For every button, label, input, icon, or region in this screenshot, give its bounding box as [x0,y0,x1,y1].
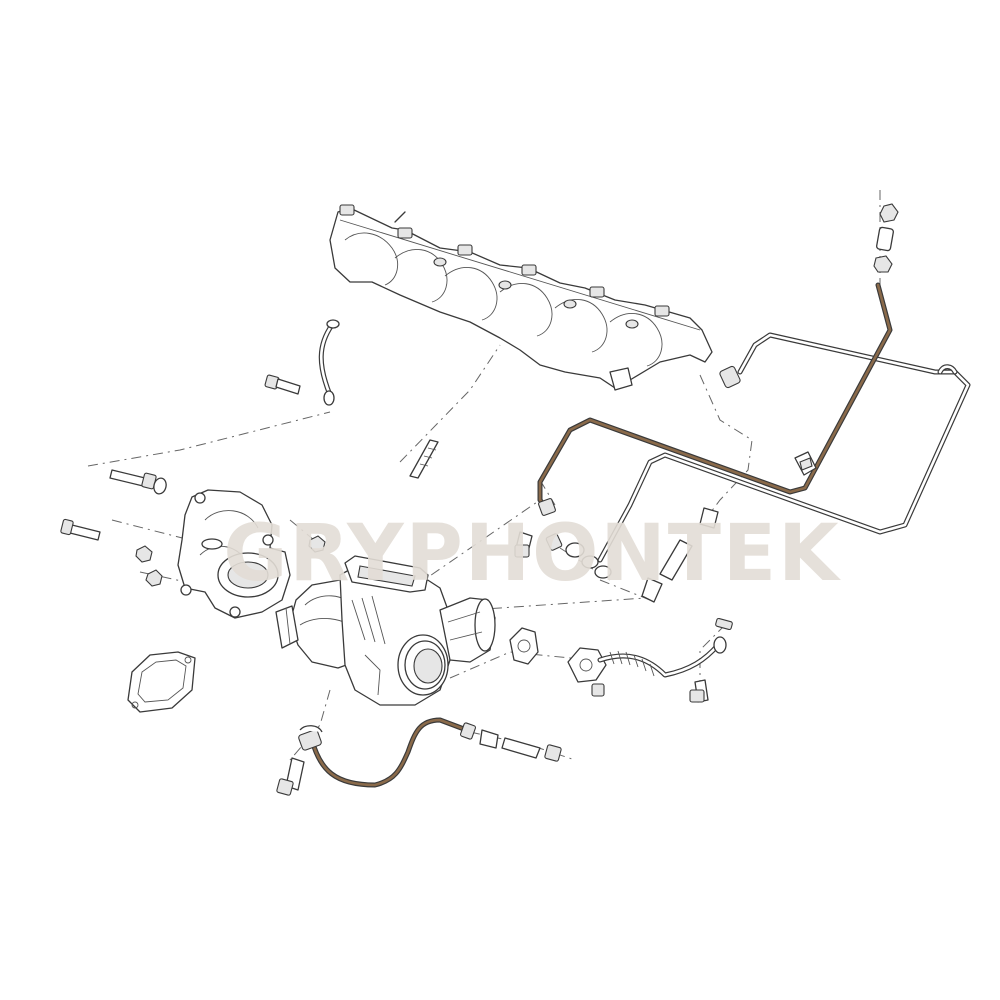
oil-flange-gasket [509,627,539,665]
coolant-pipe-white-loop [597,332,971,563]
exhaust-manifold [329,204,713,391]
manifold-studs [339,204,670,317]
turbocharger-assembly [275,555,496,706]
curved-oil-pipe [318,319,340,406]
flange-gasket [127,651,196,713]
watermark-text: GRYPHONTEK [223,509,841,599]
oil-return-pipe [567,617,733,703]
pipe-clamp [794,451,817,476]
bolt-left-bottom [60,518,101,541]
bolt-upper-left [264,374,301,395]
bolt-left-top [109,469,167,495]
upper-right-fittings [719,203,899,389]
nuts-left [135,535,326,587]
oil-feed-pipe-lower [276,717,477,796]
coolant-pipe-brown [537,282,893,513]
manifold-port-lugs [433,257,639,329]
turbine-elbow-housing [177,489,291,619]
banjo-fittings-lower [479,729,562,762]
center-stud [409,439,439,479]
center-right-fittings [514,498,719,603]
